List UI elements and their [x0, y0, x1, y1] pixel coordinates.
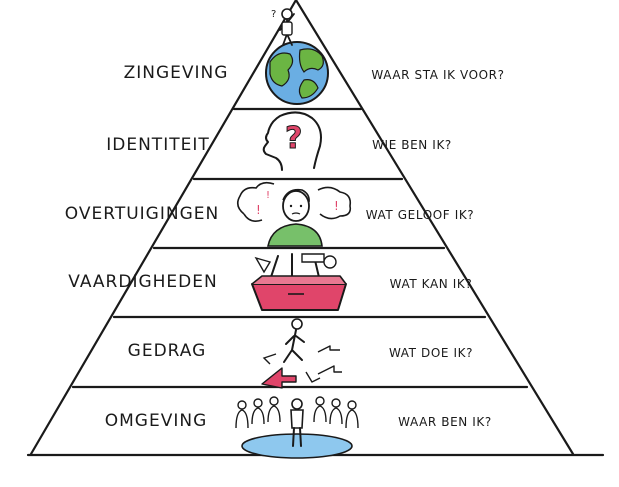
head-question-icon: ? — [262, 111, 322, 171]
svg-text:!: ! — [266, 190, 270, 201]
crowd-person-icon — [235, 396, 359, 459]
level-label-vaardigheden: VAARDIGHEDEN — [68, 272, 217, 292]
svg-text:?: ? — [285, 121, 302, 156]
svg-text:!: ! — [334, 199, 339, 213]
level-question-identiteit: WIE BEN IK? — [372, 138, 452, 152]
toolbox-icon — [251, 253, 347, 311]
level-question-omgeving: WAAR BEN IK? — [398, 415, 492, 429]
svg-text:!: ! — [256, 203, 261, 217]
level-label-identiteit: IDENTITEIT — [106, 135, 209, 155]
earth-person-icon: ? — [265, 8, 329, 105]
level-question-gedrag: WAT DOE IK? — [389, 346, 473, 360]
level-question-vaardigheden: WAT KAN IK? — [390, 277, 473, 291]
svg-text:?: ? — [271, 9, 276, 20]
level-questions: WAAR STA IK VOOR? WIE BEN IK? WAT GELOOF… — [366, 68, 504, 429]
level-labels: ZINGEVING IDENTITEIT OVERTUIGINGEN VAARD… — [65, 63, 229, 431]
thinking-person-icon: ! ! ! — [236, 181, 352, 247]
walking-arrows-icon — [261, 318, 342, 389]
pyramid-right-edge — [294, 0, 575, 456]
pyramid-left-edge — [29, 0, 298, 456]
level-label-zingeving: ZINGEVING — [124, 63, 229, 83]
level-question-zingeving: WAAR STA IK VOOR? — [371, 68, 504, 82]
level-label-omgeving: OMGEVING — [105, 411, 208, 431]
level-question-overtuigingen: WAT GELOOF IK? — [366, 208, 475, 222]
level-label-overtuigingen: OVERTUIGINGEN — [65, 204, 219, 224]
level-label-gedrag: GEDRAG — [128, 341, 207, 361]
